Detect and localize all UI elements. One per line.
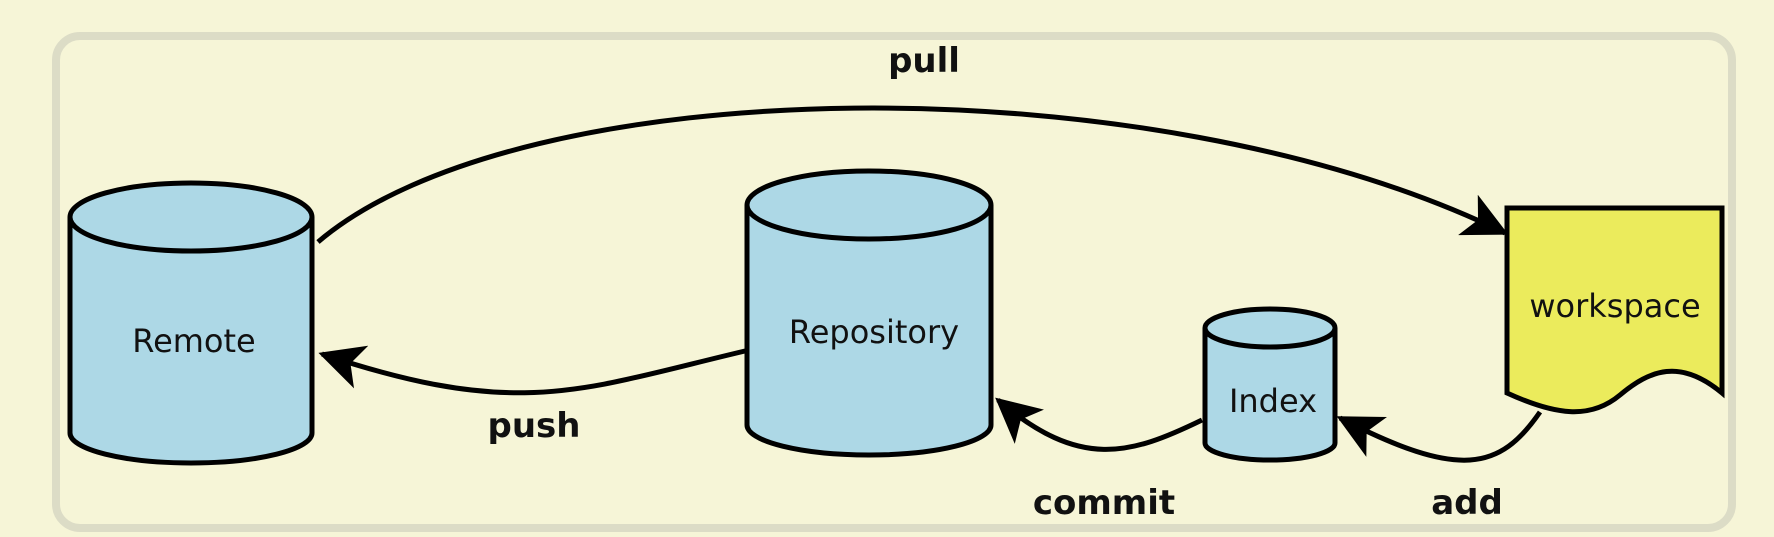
- remote-cylinder-top: [67, 180, 315, 254]
- remote-node: Remote: [67, 180, 315, 466]
- index-label: Index: [1229, 382, 1317, 420]
- add-arrow: [1336, 410, 1543, 463]
- diagram-frame: [52, 32, 1736, 532]
- repository-cylinder-body: [744, 205, 994, 458]
- push-arrow: [318, 345, 746, 396]
- index-node: Index: [1202, 306, 1338, 463]
- index-cylinder-top: [1202, 306, 1338, 350]
- commit-arrow: [995, 397, 1204, 452]
- pull-arrow: [316, 105, 1509, 244]
- workspace-label: workspace: [1529, 287, 1700, 325]
- repository-label: Repository: [789, 313, 959, 351]
- workspace-document-shape: [1504, 205, 1725, 415]
- workspace-node: workspace: [1504, 205, 1725, 415]
- remote-label: Remote: [132, 322, 255, 360]
- repository-cylinder-top: [744, 168, 994, 242]
- push-label: push: [488, 406, 581, 446]
- repository-node: Repository: [744, 168, 994, 458]
- add-label: add: [1431, 483, 1503, 523]
- commit-label: commit: [1033, 483, 1175, 523]
- index-cylinder-body: [1202, 328, 1338, 463]
- pull-label: pull: [888, 41, 960, 81]
- remote-cylinder-body: [67, 217, 315, 466]
